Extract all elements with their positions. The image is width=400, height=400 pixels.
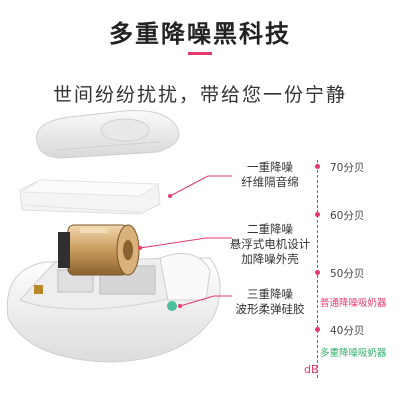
layer-1-name: 一重降噪 (247, 160, 293, 174)
motor-cylinder (58, 224, 140, 276)
multi-noise-pump-label: 多重降噪吸奶器 (320, 348, 387, 359)
layer-2-label: 二重降噪 悬浮式电机设计 加降噪外壳 (210, 222, 330, 267)
decibel-scale-line (317, 160, 318, 378)
layer-3-desc: 波形柔弹硅胶 (235, 302, 305, 316)
layer-2-desc2: 加降噪外壳 (241, 252, 299, 266)
scale-tick-50 (315, 270, 320, 275)
layer-2-name: 二重降噪 (247, 222, 293, 236)
leader-dots (138, 194, 182, 308)
level-40: 40分贝 (330, 325, 365, 337)
layer-2-desc: 悬浮式电机设计 (229, 237, 311, 251)
page-subtitle: 世间纷纷扰扰，带给您一份宁静 (52, 84, 347, 106)
page-title: 多重降噪黑科技 (109, 20, 291, 48)
level-60: 60分贝 (330, 210, 365, 222)
layer-1-desc: 纤维隔音绵 (241, 175, 299, 189)
title-accent-bar (188, 52, 212, 55)
level-50: 50分贝 (330, 268, 365, 280)
label-leader-lines (139, 175, 232, 307)
layer-1-label: 一重降噪 纤维隔音绵 (210, 160, 330, 190)
scale-tick-40 (315, 327, 320, 332)
scale-tick-60 (315, 212, 320, 217)
fiber-insulation-layer (19, 179, 161, 215)
layer-3-label: 三重降噪 波形柔弹硅胶 (210, 287, 330, 317)
ordinary-pump-label: 普通降噪吸奶器 (320, 298, 387, 309)
scale-tick-70 (315, 164, 320, 169)
exploded-pump-illustration (6, 110, 232, 363)
decibel-unit: dB (304, 363, 319, 376)
level-70: 70分贝 (330, 162, 365, 174)
layer-3-name: 三重降噪 (247, 287, 293, 301)
pump-main-body (6, 253, 221, 363)
top-shell (36, 110, 180, 159)
